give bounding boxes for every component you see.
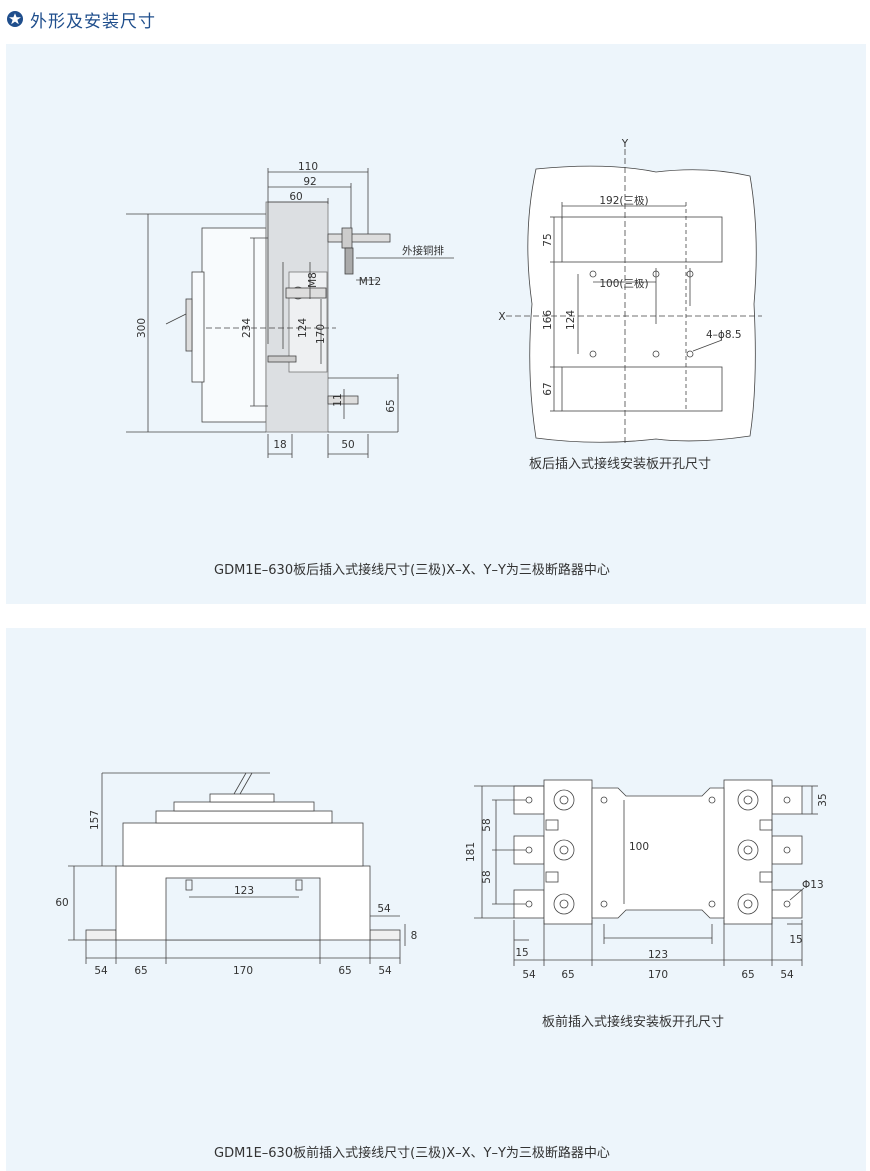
dim-110: 110 — [298, 161, 318, 173]
dim-58-b: 58 — [481, 870, 493, 883]
dim-50: 50 — [341, 439, 354, 451]
front-plan-labels: 181 58 58 100 35 Φ13 15 15 123 54 65 170… — [465, 793, 829, 981]
dim-170: 170 — [233, 965, 253, 977]
front-elevation-labels: 157 60 123 54 8 54 65 170 65 54 — [55, 810, 417, 977]
phi-13-label: Φ13 — [802, 879, 824, 891]
front-plan-view — [474, 779, 818, 966]
holes-label: 4–ϕ8.5 — [706, 329, 742, 341]
section-title: 外形及安装尺寸 — [30, 11, 156, 32]
rear-connection-panel: 110 92 60 300 234 M8 124 170 M12 外接铜排 11… — [6, 44, 866, 604]
dim-m8: M8 — [307, 272, 319, 288]
dim-54-b: 54 — [780, 969, 794, 981]
dim-123: 123 — [648, 949, 668, 961]
dim-65-a: 65 — [561, 969, 574, 981]
dim-65-b: 65 — [741, 969, 754, 981]
rear-side-view — [126, 168, 454, 458]
dim-124: 124 — [297, 318, 309, 338]
dim-8: 8 — [411, 930, 418, 942]
rear-connection-drawing: 110 92 60 300 234 M8 124 170 M12 外接铜排 11… — [126, 138, 762, 458]
dim-300: 300 — [136, 318, 148, 338]
dim-192: 192(三极) — [599, 194, 648, 207]
axis-x-label: X — [498, 311, 505, 323]
front-connection-drawing: 157 60 123 54 8 54 65 170 65 54 — [55, 772, 829, 981]
dim-170: 170 — [648, 969, 668, 981]
front-connection-panel: 157 60 123 54 8 54 65 170 65 54 — [6, 628, 866, 1171]
dim-65: 65 — [385, 399, 397, 412]
dim-65-b: 65 — [338, 965, 351, 977]
dim-92: 92 — [303, 176, 316, 188]
dim-58-a: 58 — [481, 818, 493, 831]
dim-35: 35 — [817, 793, 829, 806]
rear-connection-caption: GDM1E–630板后插入式接线尺寸(三极)X–X、Y–Y为三极断路器中心 — [214, 563, 610, 578]
dim-18: 18 — [273, 439, 286, 451]
busbar-label: 外接铜排 — [402, 244, 444, 257]
rear-cutout-caption: 板后插入式接线安装板开孔尺寸 — [529, 457, 712, 472]
dim-54-right: 54 — [377, 903, 391, 915]
dim-60: 60 — [55, 897, 68, 909]
rear-cutout-plate — [506, 149, 762, 446]
dim-75: 75 — [542, 233, 554, 246]
dim-124: 124 — [565, 310, 577, 330]
dim-54-a: 54 — [522, 969, 536, 981]
front-connection-caption: GDM1E–630板前插入式接线尺寸(三极)X–X、Y–Y为三极断路器中心 — [214, 1146, 610, 1161]
dim-54-b: 54 — [378, 965, 392, 977]
dim-60: 60 — [289, 191, 302, 203]
dim-15-left: 15 — [515, 947, 528, 959]
star-badge-icon — [7, 11, 23, 27]
dim-67: 67 — [542, 382, 554, 395]
dim-100: 100 — [629, 841, 649, 853]
dim-54-a: 54 — [94, 965, 108, 977]
front-elevation-view — [68, 772, 406, 964]
rear-cutout-labels: Y X 192(三极) 75 100(三极) 166 124 4–ϕ8.5 67 — [498, 138, 741, 396]
dim-181: 181 — [465, 842, 477, 862]
front-plan-caption: 板前插入式接线安装板开孔尺寸 — [542, 1015, 725, 1030]
section-header: 外形及安装尺寸 — [6, 6, 156, 32]
dim-65-a: 65 — [134, 965, 147, 977]
dim-m12: M12 — [359, 276, 381, 288]
dim-170: 170 — [315, 324, 327, 344]
rear-side-labels: 110 92 60 300 234 M8 124 170 M12 外接铜排 11… — [136, 161, 444, 451]
axis-y-label: Y — [621, 138, 629, 150]
dim-100: 100(三极) — [599, 277, 648, 290]
dim-234: 234 — [241, 318, 253, 338]
dim-157: 157 — [89, 810, 101, 830]
dim-123: 123 — [234, 885, 254, 897]
dim-11: 11 — [332, 393, 344, 406]
dim-15-right: 15 — [789, 934, 802, 946]
dim-166: 166 — [542, 310, 554, 330]
